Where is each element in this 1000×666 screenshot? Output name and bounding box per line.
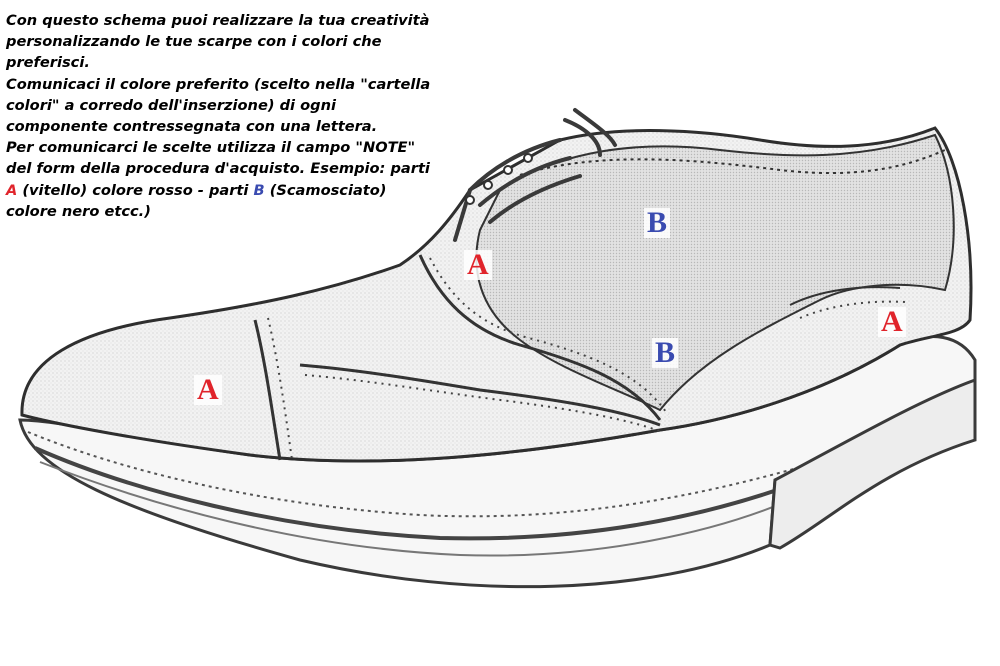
shoe-wingtip-seam (418, 254, 662, 421)
label-heel-counter: A (878, 307, 906, 337)
label-lace-area: A (464, 250, 492, 280)
label-vamp-wing: B (652, 338, 679, 368)
instructions-example-suffix: (Scamosciato) colore nero etcc.) (6, 181, 387, 220)
shoe-collar-seam (519, 149, 946, 176)
example-mark-b: B (253, 181, 265, 199)
shoe-welt-stitch (27, 399, 971, 518)
shoe-quarter-panel (475, 133, 955, 412)
customization-instructions: Con questo schema puoi realizzare la tua… (4, 8, 436, 227)
shoe-laces (453, 108, 617, 242)
instructions-example: Per comunicarci le scelte utilizza il ca… (6, 137, 434, 222)
instructions-intro: Con questo schema puoi realizzare la tua… (6, 12, 430, 72)
shoe-eyelets (465, 153, 533, 205)
instructions-example-prefix: Per comunicarci le scelte utilizza il ca… (6, 139, 430, 178)
label-upper-quarter: B (644, 208, 671, 238)
shoe-toe-cap-seam (253, 319, 282, 461)
instructions-color-request: Comunicaci il colore preferito (scelto n… (6, 75, 431, 136)
shoe-heel (768, 377, 977, 550)
label-toe-cap: A (194, 375, 222, 405)
example-mark-a: A (6, 181, 18, 199)
instructions-example-middle: (vitello) colore rosso - parti (17, 181, 254, 199)
